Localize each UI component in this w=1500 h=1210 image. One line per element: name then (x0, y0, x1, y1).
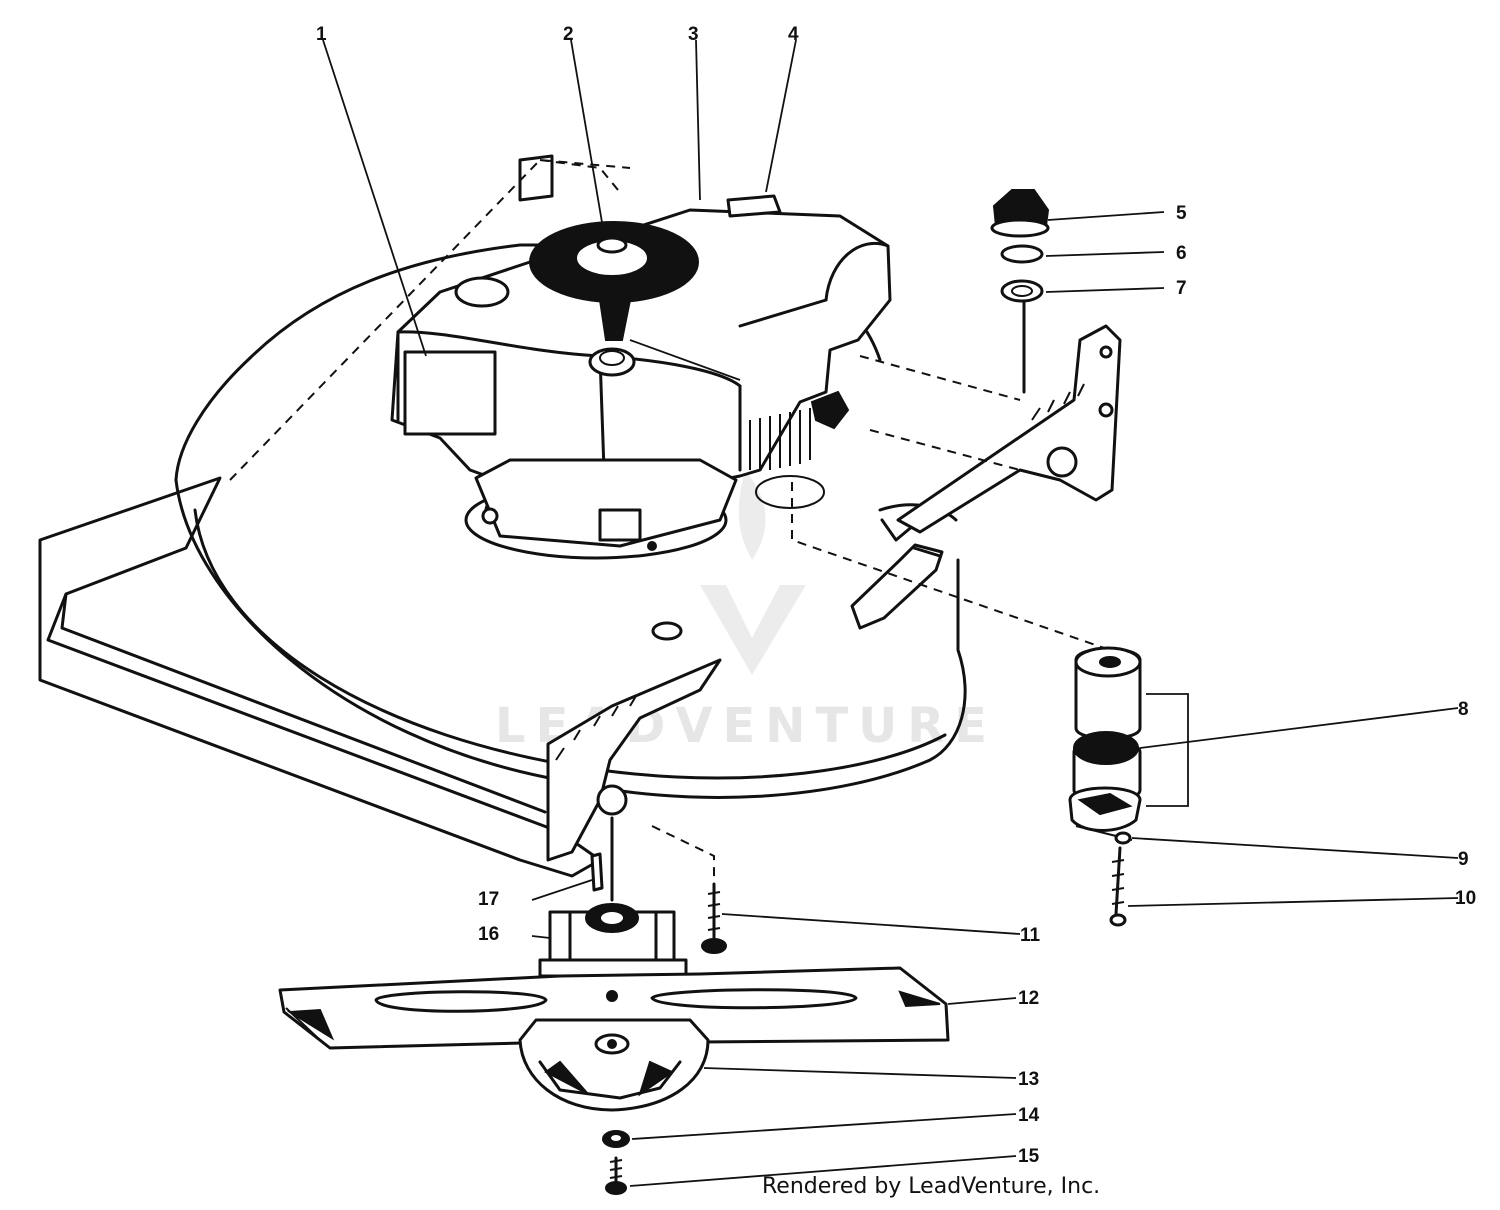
callout-1: 1 (316, 24, 327, 45)
part-blade-adapter (538, 903, 688, 978)
callout-15: 15 (1018, 1146, 1040, 1167)
recoil-starter (529, 221, 699, 341)
callout-4: 4 (788, 24, 799, 45)
callout-5: 5 (1176, 203, 1187, 224)
part-key (590, 852, 604, 892)
part-blade-bolt (605, 1156, 627, 1195)
part-blade (278, 966, 950, 1050)
rear-bracket (896, 324, 1122, 534)
assembly-dashed-lines (229, 158, 1111, 902)
callouts: 1 2 3 4 5 6 7 8 9 10 11 12 13 14 15 16 1… (316, 24, 1476, 1167)
part-lock-washer (602, 1130, 630, 1148)
callout-2: 2 (563, 24, 574, 45)
callout-16: 16 (478, 924, 499, 945)
callout-11: 11 (1020, 925, 1041, 946)
callout-12: 12 (1018, 988, 1039, 1009)
part-gasket (1000, 244, 1044, 264)
callout-7: 7 (1176, 278, 1187, 299)
callout-3: 3 (688, 24, 699, 45)
callout-17: 17 (478, 889, 499, 910)
part-bolt (701, 882, 727, 954)
credit-text: Rendered by LeadVenture, Inc. (762, 1174, 1101, 1199)
part-impeller (518, 1018, 710, 1112)
callout-13: 13 (1018, 1069, 1039, 1090)
part-wheel-assembly (1068, 646, 1142, 841)
callout-9: 9 (1458, 849, 1469, 870)
callout-10: 10 (1455, 888, 1476, 909)
callout-8: 8 (1458, 699, 1469, 720)
cooling-fins (749, 408, 811, 470)
leadventure-flame-v-logo (700, 470, 806, 675)
part-fuel-cap (990, 189, 1050, 238)
engine (390, 154, 892, 548)
leader-lines (322, 39, 1459, 1187)
part-washer (1000, 279, 1044, 303)
callout-14: 14 (1018, 1105, 1040, 1126)
part-wheel-bolt (1109, 831, 1132, 927)
callout-6: 6 (1176, 243, 1187, 264)
